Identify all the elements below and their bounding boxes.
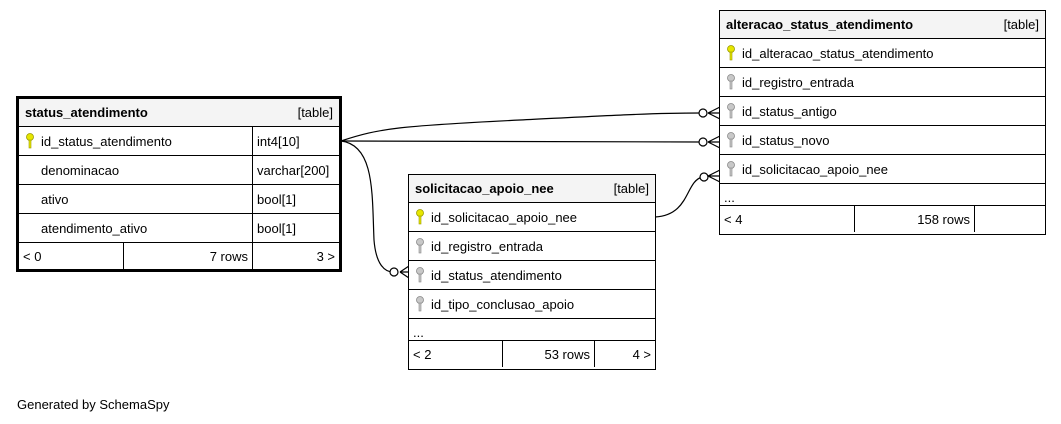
- column-type: bool[1]: [252, 185, 339, 213]
- edge-optional-marker: [699, 172, 709, 182]
- primary-key-icon: [720, 45, 742, 61]
- table-row[interactable]: id_status_antigo: [720, 97, 1045, 126]
- table-row[interactable]: id_status_atendimento: [409, 261, 655, 290]
- column-type: bool[1]: [252, 214, 339, 242]
- column-name: atendimento_ativo: [41, 220, 148, 236]
- table-header: solicitacao_apoio_nee [table]: [409, 175, 655, 203]
- column-name: id_status_antigo: [742, 103, 837, 119]
- primary-key-icon: [409, 209, 431, 225]
- table-row[interactable]: ativo bool[1]: [19, 185, 339, 214]
- parents-link[interactable]: < 2: [409, 341, 503, 367]
- table-footer: < 4 158 rows: [720, 206, 1045, 232]
- column-name: id_registro_entrada: [742, 74, 855, 90]
- row-count: 7 rows: [124, 243, 253, 269]
- column-name: id_status_novo: [742, 132, 830, 148]
- children-link[interactable]: 3 >: [316, 248, 335, 264]
- foreign-key-icon: [409, 296, 431, 312]
- edge-status-novo: [340, 140, 701, 143]
- edge-solicitacao-apoio: [654, 176, 703, 218]
- foreign-key-icon: [720, 132, 742, 148]
- table-name[interactable]: solicitacao_apoio_nee: [415, 181, 554, 196]
- column-name: denominacao: [41, 162, 120, 178]
- table-solicitacao-apoio-nee[interactable]: solicitacao_apoio_nee [table] id_solicit…: [408, 174, 656, 370]
- foreign-key-icon: [409, 238, 431, 254]
- edge-optional-marker: [389, 267, 399, 277]
- foreign-key-icon: [720, 74, 742, 90]
- column-name: id_tipo_conclusao_apoio: [431, 296, 575, 312]
- primary-key-icon: [19, 133, 41, 149]
- children-link[interactable]: 4 >: [632, 346, 651, 362]
- table-name[interactable]: status_atendimento: [25, 105, 148, 120]
- column-name: id_alteracao_status_atendimento: [742, 45, 934, 61]
- table-row[interactable]: atendimento_ativo bool[1]: [19, 214, 339, 243]
- table-row[interactable]: denominacao varchar[200]: [19, 156, 339, 185]
- column-name: ativo: [41, 191, 69, 207]
- table-alteracao-status-atendimento[interactable]: alteracao_status_atendimento [table] id_…: [719, 10, 1046, 235]
- generated-by-label: Generated by SchemaSpy: [17, 397, 170, 412]
- table-header: alteracao_status_atendimento [table]: [720, 11, 1045, 39]
- column-name: id_registro_entrada: [431, 238, 544, 254]
- table-row[interactable]: id_tipo_conclusao_apoio: [409, 290, 655, 319]
- more-columns: ...: [409, 319, 655, 341]
- table-kind: [table]: [613, 181, 649, 196]
- edge-status-atendimento: [340, 140, 394, 273]
- table-kind: [table]: [297, 105, 333, 120]
- edge-optional-marker: [698, 108, 708, 118]
- parents-link[interactable]: < 4: [720, 206, 855, 232]
- table-row[interactable]: id_registro_entrada: [720, 68, 1045, 97]
- foreign-key-icon: [409, 267, 431, 283]
- table-row[interactable]: id_status_novo: [720, 126, 1045, 155]
- row-count: 53 rows: [503, 341, 595, 367]
- row-count: 158 rows: [855, 206, 975, 232]
- edge-status-antigo: [340, 112, 701, 142]
- parents-link[interactable]: < 0: [19, 243, 124, 269]
- column-name: id_status_atendimento: [431, 267, 562, 283]
- table-kind: [table]: [1003, 17, 1039, 32]
- column-type: varchar[200]: [252, 156, 339, 184]
- column-name: id_solicitacao_apoio_nee: [742, 161, 889, 177]
- foreign-key-icon: [720, 103, 742, 119]
- column-type: int4[10]: [252, 127, 339, 155]
- column-name: id_status_atendimento: [41, 133, 172, 149]
- table-row[interactable]: id_status_atendimento int4[10]: [19, 127, 339, 156]
- table-header: status_atendimento [table]: [19, 99, 339, 127]
- children-link[interactable]: [975, 206, 1045, 232]
- table-footer: < 2 53 rows 4 >: [409, 341, 655, 367]
- table-footer: < 0 7 rows 3 >: [19, 243, 339, 269]
- edge-optional-marker: [698, 137, 708, 147]
- table-status-atendimento[interactable]: status_atendimento [table] id_status_ate…: [16, 96, 342, 272]
- table-row[interactable]: id_solicitacao_apoio_nee: [409, 203, 655, 232]
- column-name: id_solicitacao_apoio_nee: [431, 209, 578, 225]
- table-row[interactable]: id_solicitacao_apoio_nee: [720, 155, 1045, 184]
- table-row[interactable]: id_registro_entrada: [409, 232, 655, 261]
- foreign-key-icon: [720, 161, 742, 177]
- more-columns: ...: [720, 184, 1045, 206]
- table-row[interactable]: id_alteracao_status_atendimento: [720, 39, 1045, 68]
- table-name[interactable]: alteracao_status_atendimento: [726, 17, 914, 32]
